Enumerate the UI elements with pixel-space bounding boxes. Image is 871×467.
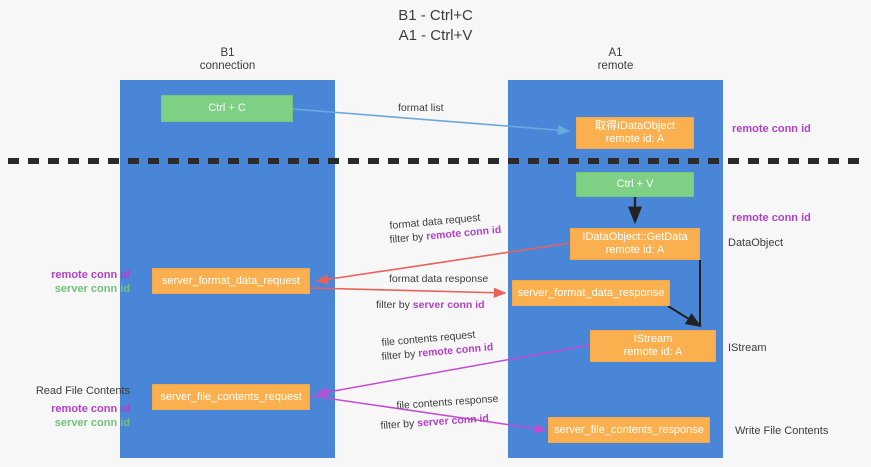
edge-label-format-data-response-filter: filter by server conn id [376, 298, 485, 312]
node-get-idataobject[interactable]: 取得IDataObject remote id: A [576, 117, 694, 149]
edge-format-data-response [309, 287, 507, 298]
node-server-file-contents-request[interactable]: server_file_contents_request [152, 384, 310, 410]
filter-prefix: filter by [376, 299, 413, 311]
node-istream[interactable]: IStream remote id: A [590, 330, 716, 362]
annotation-left-remote-conn-id: remote conn id [51, 269, 130, 281]
node-idataobject-getdata[interactable]: IDataObject::GetData remote id: A [570, 228, 700, 260]
annotation-left-conn-ids-2: remote conn id server conn id [22, 402, 130, 430]
annotation-left-server-conn-id-2: server conn id [54, 417, 130, 429]
node-ctrl-c[interactable]: Ctrl + C [161, 95, 293, 122]
filter-prefix: filter by [389, 230, 427, 246]
node-server-file-contents-response[interactable]: server_file_contents_response [548, 417, 710, 443]
edge-label-file-contents-response-filter: filter by server conn id [380, 411, 489, 433]
filter-key-server-conn-id: server conn id [412, 299, 485, 311]
edge-label-file-contents-response: file contents response [396, 392, 499, 412]
filter-prefix: filter by [380, 417, 418, 432]
annotation-dataobject: DataObject [728, 237, 784, 249]
edge-label-format-list: format list [398, 102, 444, 114]
filter-key-server-conn-id: server conn id [416, 412, 490, 430]
node-ctrl-v[interactable]: Ctrl + V [576, 172, 694, 197]
filter-prefix: filter by [381, 347, 419, 363]
annotation-write-file-contents: Write File Contents [735, 425, 829, 437]
lane-header-b1: B1 connection [199, 47, 256, 72]
annotation-remote-conn-id-top: remote conn id [732, 123, 811, 135]
annotation-left-server-conn-id: server conn id [54, 283, 130, 295]
lane-header-a1: A1 remote [597, 47, 634, 72]
edge-label-format-data-response: format data response [389, 273, 489, 285]
page-title: B1 - Ctrl+C A1 - Ctrl+V [398, 7, 473, 44]
annotation-istream: IStream [728, 342, 767, 354]
annotation-remote-conn-id-mid: remote conn id [732, 212, 811, 224]
annotation-read-file-contents: Read File Contents [35, 385, 130, 397]
node-server-format-data-response[interactable]: server_format_data_response [512, 280, 670, 306]
annotation-left-remote-conn-id-2: remote conn id [51, 403, 130, 415]
node-server-format-data-request[interactable]: server_format_data_request [152, 268, 310, 294]
annotation-left-conn-ids: remote conn id server conn id [22, 268, 130, 296]
